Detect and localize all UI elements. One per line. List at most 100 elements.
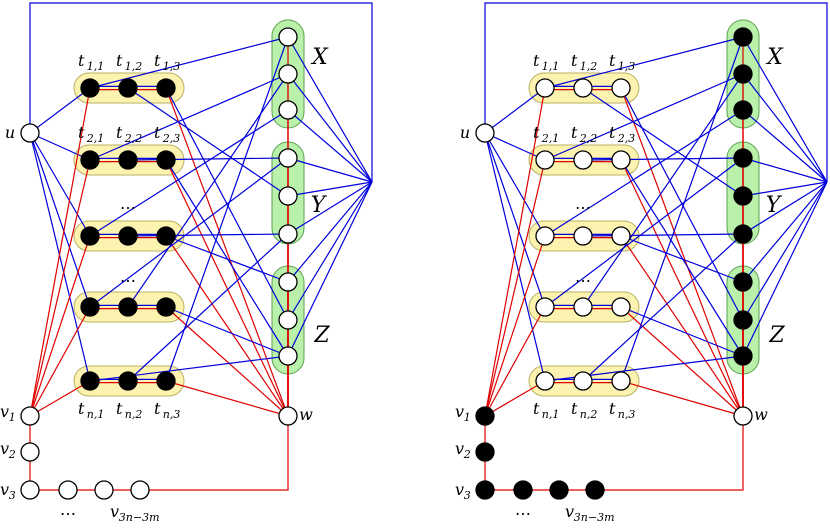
edge-triple-set-6 — [165, 159, 289, 357]
node-label-u: u — [460, 123, 470, 142]
edge-t5-w — [165, 380, 289, 417]
set-element-node-4 — [733, 148, 753, 168]
edge-u-t5 — [29, 132, 91, 382]
edge-u-t4 — [484, 132, 546, 308]
frame-edge — [29, 2, 373, 182]
edge-triple-set-10 — [544, 157, 744, 308]
chain-node-1 — [58, 480, 78, 500]
node-w — [733, 406, 753, 426]
set-element-node-4 — [278, 148, 298, 168]
edge-u-t3 — [29, 132, 91, 237]
edge-triple-set-14 — [582, 233, 744, 382]
triple-label-2-2-sub: 2,2 — [124, 132, 143, 145]
triple-node-1-3 — [156, 78, 176, 98]
triple-label-1-1-base: t — [78, 51, 85, 70]
set-label-y: Y — [311, 193, 328, 218]
edge-s7-hub — [742, 181, 828, 283]
set-element-node-7 — [278, 272, 298, 292]
triple-label-5-2-sub: n,2 — [125, 408, 143, 421]
edge-s2-hub — [742, 73, 828, 183]
chain-node-2 — [549, 480, 569, 500]
triple-label-2-1-base: t — [78, 123, 85, 142]
set-element-node-2 — [278, 64, 298, 84]
triple-node-4-1 — [535, 297, 555, 317]
node-v3 — [475, 480, 495, 500]
triple-ellipsis-2: … — [120, 267, 136, 286]
triple-node-5-3 — [156, 371, 176, 391]
node-label-v2-base: v — [0, 439, 9, 458]
edge-s8-hub — [742, 181, 828, 321]
edge-s4-hub — [742, 157, 828, 183]
triple-node-2-1 — [535, 150, 555, 170]
set-label-z: Z — [313, 323, 330, 348]
edge-s1-hub — [742, 36, 828, 183]
triple-label-1-1-base: t — [533, 51, 540, 70]
edge-t4-w — [165, 306, 289, 417]
edge-triple-set-9 — [620, 235, 744, 283]
edge-triple-set-12 — [620, 306, 744, 357]
triple-label-2-2-sub: 2,2 — [579, 132, 598, 145]
node-label-v2-sub: 2 — [463, 448, 471, 461]
edge-v1-t4 — [29, 306, 91, 417]
chain-node-1 — [513, 480, 533, 500]
edge-s5-hub — [287, 181, 373, 197]
triple-label-1-3-sub: 1,3 — [618, 60, 636, 73]
edge-s5-hub — [742, 181, 828, 197]
triple-node-1-1 — [80, 78, 100, 98]
triple-node-2-3 — [611, 150, 631, 170]
edge-v1-t1 — [29, 87, 91, 417]
triple-label-2-1-sub: 2,1 — [541, 132, 560, 145]
triple-label-2-1-base: t — [533, 123, 540, 142]
node-v2 — [475, 442, 495, 462]
triple-node-3-3 — [611, 226, 631, 246]
nodes — [20, 27, 298, 500]
edge-s6-hub — [287, 181, 373, 235]
node-label-v1-base: v — [0, 402, 9, 421]
edge-u-t1 — [484, 87, 546, 134]
edge-t3-w — [620, 235, 744, 417]
chain-ellipsis: … — [60, 500, 76, 519]
set-element-node-5 — [278, 186, 298, 206]
triple-ellipsis-1: … — [575, 194, 591, 213]
set-label-x: X — [765, 45, 784, 70]
chain-node-2 — [94, 480, 114, 500]
edge-v1-t2 — [29, 159, 91, 417]
edge-v1-t5 — [29, 380, 91, 417]
node-label-v1-base: v — [455, 402, 464, 421]
edge-t1-w — [620, 87, 744, 417]
edge-t2-w — [620, 159, 744, 417]
triple-label-1-2-base: t — [571, 51, 578, 70]
node-label-v3-base: v — [0, 480, 9, 499]
node-label-v1-sub: 1 — [9, 411, 16, 424]
triple-label-2-3-base: t — [609, 123, 616, 142]
edge-triple-set-5 — [127, 157, 289, 161]
triple-node-3-1 — [80, 226, 100, 246]
triple-node-2-1 — [80, 150, 100, 170]
edge-v1-t3 — [484, 235, 546, 417]
node-label-u: u — [5, 123, 15, 142]
edge-v1-t5 — [484, 380, 546, 417]
chain-node-3 — [585, 480, 605, 500]
triple-node-4-2 — [118, 297, 138, 317]
triple-node-3-3 — [156, 226, 176, 246]
triple-node-5-2 — [573, 371, 593, 391]
node-label-v3-sub: 3 — [9, 489, 16, 502]
set-label-y: Y — [766, 193, 783, 218]
triple-node-4-2 — [573, 297, 593, 317]
triple-node-1-2 — [118, 78, 138, 98]
v-path-edge — [484, 416, 595, 491]
triple-node-2-3 — [156, 150, 176, 170]
triple-node-5-3 — [611, 371, 631, 391]
edge-triple-set-5 — [582, 157, 744, 161]
